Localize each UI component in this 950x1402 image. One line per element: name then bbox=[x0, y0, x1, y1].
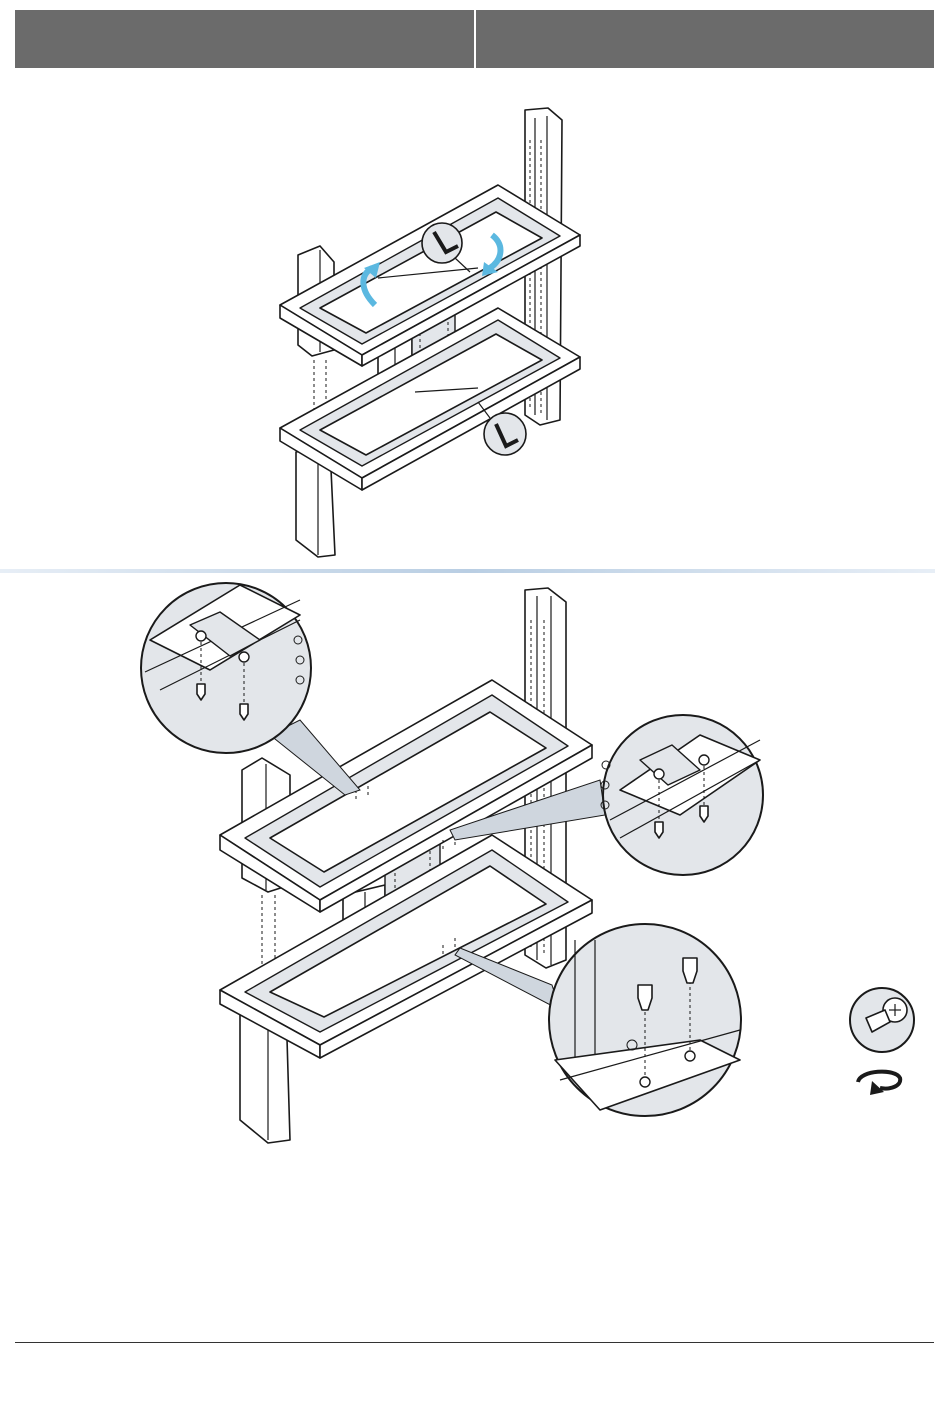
section-divider bbox=[0, 569, 935, 573]
screw-detail-top-left bbox=[141, 583, 311, 753]
callout-connector-top-left bbox=[270, 720, 360, 795]
footer-rule bbox=[15, 1342, 934, 1343]
lower-shelf-lower bbox=[220, 835, 592, 1058]
callout-connector-lower-right bbox=[455, 948, 560, 1010]
screw-detail-right bbox=[601, 715, 763, 875]
callout-connector-right bbox=[450, 780, 605, 840]
upper-shelf-lower bbox=[220, 680, 592, 912]
screw-detail-lower-right bbox=[549, 924, 741, 1116]
screw-marks bbox=[356, 786, 455, 956]
phillips-screw-icon bbox=[850, 988, 914, 1052]
rotate-clockwise-icon bbox=[858, 1072, 900, 1095]
left-post-lower bbox=[240, 758, 290, 1143]
right-column-lower bbox=[525, 588, 566, 968]
center-column-lower bbox=[343, 775, 440, 1027]
top-assembly-figure bbox=[0, 0, 950, 570]
